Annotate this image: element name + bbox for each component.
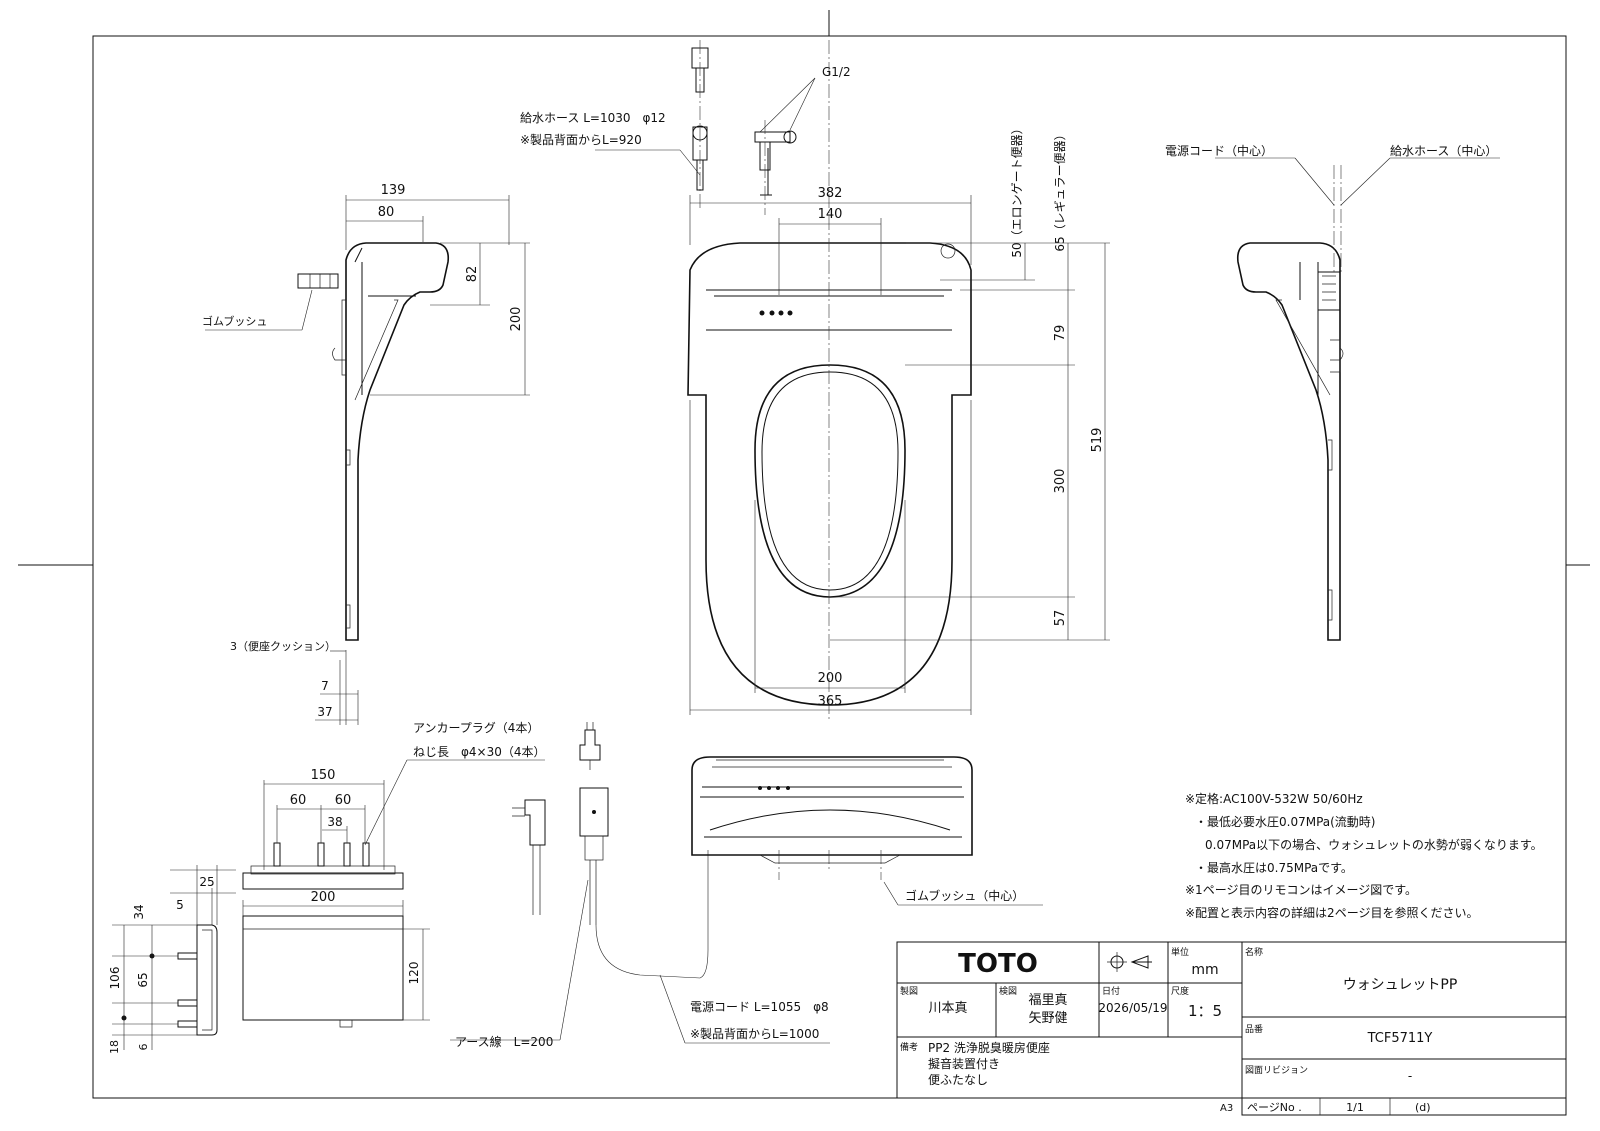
- unit-value: mm: [1191, 962, 1218, 978]
- label-gum-bush-center: ゴムブッシュ（中心）: [905, 888, 1024, 903]
- page-number: 1/1: [1346, 1101, 1364, 1114]
- label-seat-cushion: 3（便座クッション）: [230, 639, 336, 653]
- left-side-view: [205, 195, 530, 725]
- checked-by-2: 矢野健: [1028, 1011, 1067, 1026]
- label-gum-bush: ゴムブッシュ: [202, 314, 267, 328]
- dim-65-base: 65: [136, 972, 150, 987]
- dim-5: 5: [176, 898, 184, 912]
- note-low-pressure: 0.07MPa以下の場合、ウォシュレットの水勢が弱くなります。: [1205, 837, 1543, 852]
- name-label: 名称: [1245, 946, 1263, 958]
- dim-200-width: 200: [818, 671, 843, 686]
- revision-label: 図面リビジョン: [1245, 1065, 1308, 1076]
- label-power-cord: 電源コード L=1055 φ8: [690, 1000, 829, 1014]
- dim-25: 25: [199, 875, 214, 889]
- dim-140: 140: [818, 207, 843, 222]
- label-supply-hose-note: ※製品背面からL=920: [520, 133, 642, 147]
- revision-value: -: [1408, 1069, 1412, 1083]
- drawn-label: 製図: [900, 985, 918, 997]
- label-screw-length: ねじ長 φ4×30（4本）: [413, 745, 546, 759]
- label-anchor-plug: アンカープラグ（4本）: [413, 721, 539, 735]
- label-earth-wire: アース線 L=200: [455, 1034, 553, 1049]
- dim-200-height: 200: [509, 307, 524, 332]
- drawing-date: 2026/05/19: [1098, 1001, 1167, 1015]
- note-remote-image: ※1ページ目のリモコンはイメージ図です。: [1185, 883, 1417, 897]
- date-label: 日付: [1102, 986, 1120, 997]
- dim-200-base: 200: [311, 890, 336, 905]
- note-min-pressure: ・最低必要水圧0.07MPa(流動時): [1195, 815, 1376, 829]
- dim-37: 37: [317, 705, 332, 719]
- note-see-page-2: ※配置と表示内容の詳細は2ページ目を参照ください。: [1185, 905, 1478, 920]
- front-view: [595, 40, 1110, 720]
- dim-82: 82: [465, 266, 480, 283]
- dim-60-left: 60: [290, 793, 307, 808]
- right-side-view: [1215, 157, 1500, 641]
- dim-34: 34: [132, 904, 146, 919]
- scale-label: 尺度: [1171, 985, 1189, 997]
- dim-106: 106: [108, 967, 122, 990]
- page-suffix: (d): [1415, 1101, 1431, 1114]
- label-power-cord-center: 電源コード（中心）: [1165, 143, 1273, 158]
- label-hose-center: 給水ホース（中心）: [1390, 143, 1497, 158]
- sheet-size: A3: [1220, 1103, 1233, 1114]
- dim-38: 38: [327, 815, 342, 829]
- drawn-by: 川本真: [928, 1001, 967, 1016]
- toto-logo: TOTO: [958, 949, 1038, 979]
- remarks-line-2: 擬音装置付き: [928, 1056, 1000, 1071]
- dim-7: 7: [321, 679, 329, 693]
- dim-365: 365: [818, 694, 843, 709]
- remarks-line-1: PP2 洗浄脱臭暖房便座: [928, 1040, 1050, 1055]
- dim-65-regular: 65（レギュラー便器）: [1053, 128, 1067, 251]
- dim-80: 80: [378, 205, 395, 220]
- note-max-pressure: ・最高水圧は0.75MPaです。: [1195, 860, 1353, 875]
- product-name: ウォシュレットPP: [1343, 977, 1458, 993]
- model-number: TCF5711Y: [1367, 1031, 1433, 1046]
- dim-300: 300: [1053, 469, 1068, 494]
- dim-150: 150: [311, 768, 336, 783]
- dim-18: 18: [108, 1040, 121, 1054]
- dim-57: 57: [1053, 610, 1068, 627]
- page-label: ページNo .: [1247, 1101, 1302, 1114]
- specification-notes: ※定格:AC100V-532W 50/60Hz ・最低必要水圧0.07MPa(流…: [1185, 791, 1543, 920]
- dim-50-elongated: 50（エロンゲート便器）: [1010, 122, 1024, 257]
- note-rating: ※定格:AC100V-532W 50/60Hz: [1185, 791, 1363, 806]
- checked-by-1: 福里真: [1028, 993, 1067, 1008]
- remarks-line-3: 便ふたなし: [928, 1073, 988, 1087]
- dim-6: 6: [137, 1044, 150, 1051]
- plug-and-cord: [450, 722, 1043, 1044]
- unit-label: 単位: [1171, 946, 1189, 958]
- scale-value: 1：5: [1188, 1002, 1222, 1020]
- drawing-frame: [18, 10, 1590, 1099]
- label-supply-hose: 給水ホース L=1030 φ12: [520, 111, 666, 125]
- dim-519: 519: [1090, 428, 1105, 453]
- title-block: [896, 941, 1567, 1116]
- dim-79: 79: [1053, 325, 1068, 342]
- base-plate-views: [112, 759, 545, 1050]
- dim-120: 120: [407, 962, 421, 985]
- model-label: 品番: [1245, 1023, 1263, 1035]
- label-g12: G1/2: [822, 65, 851, 79]
- label-power-cord-note: ※製品背面からL=1000: [690, 1027, 819, 1041]
- remarks-label: 備考: [900, 1041, 918, 1053]
- dim-139: 139: [381, 183, 406, 198]
- dim-382: 382: [818, 186, 843, 201]
- dim-60-right: 60: [335, 793, 352, 808]
- checked-label: 検図: [999, 985, 1017, 997]
